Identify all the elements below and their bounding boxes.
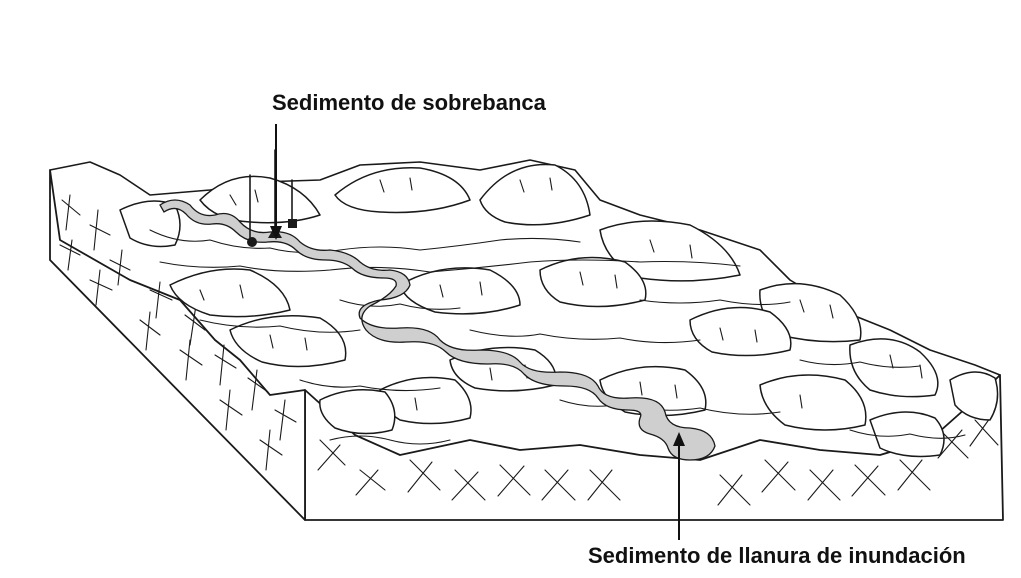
hill (539, 256, 647, 308)
hill (759, 374, 867, 431)
hill-texture (199, 177, 923, 411)
tributaries (149, 229, 966, 445)
floodplain-sediment-label: Sedimento de llanura de inundación (588, 543, 966, 568)
overbank-sediment-label: Sedimento de sobrebanca (272, 90, 546, 115)
block-front-face (304, 374, 1004, 521)
square-marker-icon (288, 219, 297, 228)
overbank-arrow (270, 124, 282, 240)
bedrock-cracks-left (59, 194, 297, 471)
block-left-face (49, 169, 306, 521)
hill (119, 200, 181, 248)
hill (334, 166, 471, 214)
hill (479, 163, 591, 226)
main-river (159, 199, 716, 461)
hill (169, 268, 291, 318)
hill (229, 314, 347, 368)
hills (119, 163, 999, 458)
bedrock-cracks-front (317, 417, 999, 506)
river-channel (159, 199, 716, 461)
floodplain-arrow (673, 432, 685, 540)
hill (399, 267, 521, 315)
circle-marker-icon (247, 237, 257, 247)
hill (689, 306, 792, 357)
hill (319, 389, 396, 435)
hill (949, 371, 999, 421)
hill (849, 338, 939, 398)
